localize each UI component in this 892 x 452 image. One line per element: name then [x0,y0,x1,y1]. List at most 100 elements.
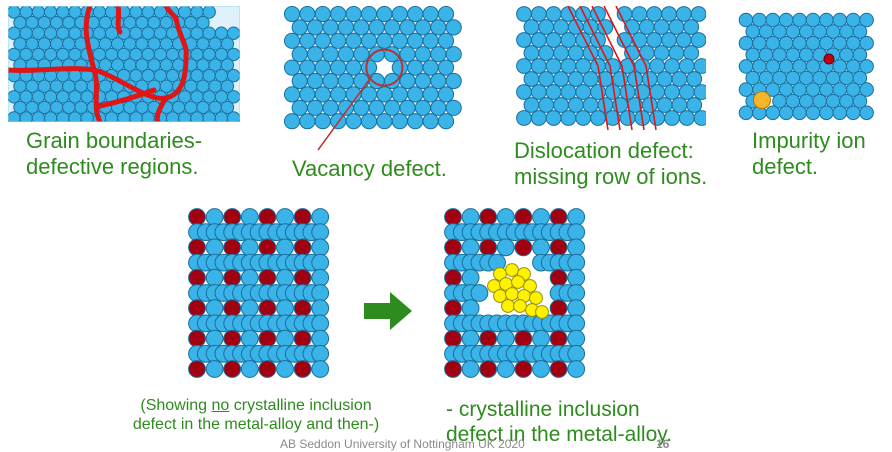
ion [693,84,706,100]
grain-boundary-line [154,95,169,122]
ion [461,208,480,226]
ion [819,105,834,120]
alloy-ion [444,360,462,378]
ion [619,110,636,126]
page-number: 16 [656,437,670,451]
ion [284,113,301,130]
alloy-ion [444,208,462,226]
ion [590,32,606,48]
impurity-caption: Impurity ion defect. [752,128,866,179]
ion [445,72,462,90]
ion [330,86,347,103]
ion [322,99,339,116]
alloy-ion [549,299,568,318]
ion [337,72,355,90]
ion [560,6,577,22]
ion [553,45,569,61]
ion [422,86,439,103]
ion [852,47,868,63]
ion [496,360,515,378]
ion [399,19,416,36]
ion [337,19,355,36]
alloy-ion [258,360,277,378]
vacancy-highlight-ring [365,48,404,87]
alloy-ion [188,360,206,378]
ion [330,32,347,49]
ion [376,86,393,103]
alloy-ion [549,268,568,287]
ion [530,110,547,126]
ion [530,6,547,22]
ion [678,84,695,100]
ion [523,97,540,113]
ion [345,86,362,103]
ion [461,268,480,287]
ion [240,360,259,378]
alloy-ion [514,238,533,257]
ion [284,32,301,49]
ion [240,238,259,257]
ion [553,97,569,113]
ion [291,19,308,36]
ion [360,59,378,76]
alloy-ion [514,208,533,226]
ion [240,329,259,348]
ion [314,59,331,76]
inclusion-lattice [444,208,586,378]
ion [553,71,569,87]
ion [461,299,480,318]
alloy-ion [293,329,312,348]
ion [516,84,532,100]
ion [299,32,316,49]
ion [311,284,330,302]
ion [852,93,868,109]
ion [678,58,695,74]
ion [675,6,692,22]
ion [859,12,874,28]
ion [276,268,294,287]
alloy-ion [479,329,498,348]
ion [545,32,562,48]
ion [337,46,355,63]
ion [284,86,301,103]
ion [19,111,33,122]
ion [496,329,515,348]
alloy-ion [188,208,206,226]
ion [165,111,180,122]
ion [330,113,347,130]
ion [322,72,339,90]
ion [567,223,586,242]
alloy-ion [479,238,498,257]
vacancy-panel [284,6,462,130]
ion [631,6,648,22]
ion [391,6,408,23]
ion [575,84,592,100]
ion [407,32,424,49]
ion [859,82,874,97]
ion [646,6,663,22]
ion [678,110,695,126]
alloy-ion [188,299,206,318]
ion [461,329,480,348]
ion [686,71,703,87]
ion [240,268,259,287]
ion [311,299,330,318]
ion [307,46,324,63]
ion [668,19,685,35]
alloy-ion [258,208,277,226]
ion [532,238,550,257]
ion [530,58,547,74]
ion [553,19,569,35]
right-arrow-shape [364,292,412,330]
ion [276,238,294,257]
alloy-ion [223,329,242,348]
ion [859,59,874,74]
ion [376,6,393,23]
ion [407,86,424,103]
ion [307,19,324,36]
ion [299,86,316,103]
alloy-ion [223,238,242,257]
ion [545,6,562,22]
inclusion-ion [505,263,519,277]
ion [496,208,515,226]
